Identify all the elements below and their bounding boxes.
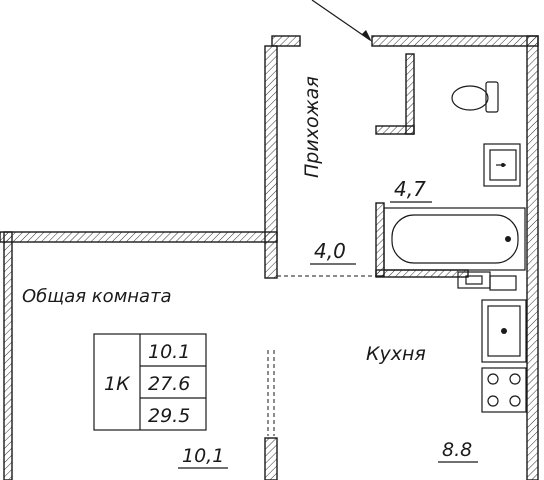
living-area-value: 10.1 [148,341,190,363]
stove-icon [481,367,527,413]
area-summary-table [93,333,207,431]
wall-bath-left [375,202,385,277]
total-with-balcony-value: 29.5 [148,405,190,427]
washbasin-icon [483,143,521,187]
hallway-area: 4,0 [314,239,346,263]
hallway-label: Прихожая [301,76,323,178]
toilet-icon [451,81,499,113]
wall-bath-bottom [375,269,469,278]
wall-top-left-stub [271,35,301,47]
bathroom-area: 4,7 [394,177,426,201]
riser [489,275,517,291]
living-room-label: Общая комната [22,286,172,307]
apartment-type: 1К [104,373,131,395]
walls [0,35,539,480]
entrance-arrow-head [362,30,372,42]
vent-block-inner [465,275,483,285]
wall-living-left [3,231,13,480]
entrance-arrow [311,0,371,41]
wall-living-top [0,231,278,243]
wall-partition-vertical [405,53,415,135]
kitchen-sink-icon [481,299,527,363]
total-area-value: 27.6 [148,373,190,395]
kitchen-area: 8.8 [442,439,472,461]
wall-partition-horizontal [375,125,415,135]
wall-right [526,35,539,480]
wall-divider-lower [264,437,278,480]
kitchen-label: Кухня [366,343,426,365]
bathtub-icon [383,207,526,271]
wall-hall-left [264,45,278,279]
wall-top-right [371,35,539,47]
living-room-area: 10,1 [182,445,224,467]
